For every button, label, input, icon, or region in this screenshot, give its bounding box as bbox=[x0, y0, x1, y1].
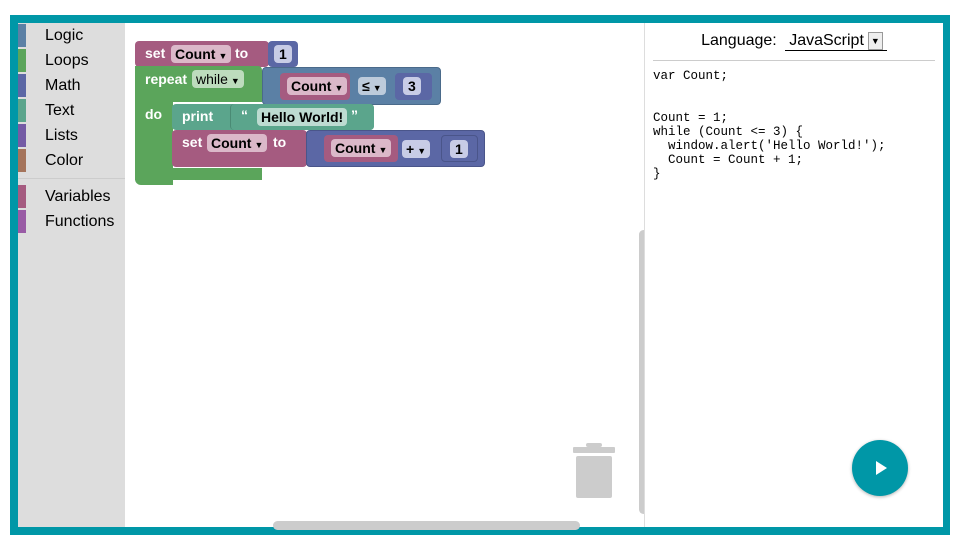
toolbox-category-logic[interactable]: Logic bbox=[18, 23, 125, 48]
category-label: Functions bbox=[45, 213, 115, 230]
set-label: set bbox=[145, 45, 166, 61]
category-label: Math bbox=[45, 77, 81, 94]
category-label: Color bbox=[45, 152, 84, 169]
category-label: Text bbox=[45, 102, 75, 119]
operator: ≤ bbox=[362, 78, 370, 94]
set-label: set bbox=[182, 134, 203, 150]
toolbox-category-functions[interactable]: Functions bbox=[18, 209, 125, 234]
category-color-strip bbox=[18, 74, 26, 97]
variable-name: Count bbox=[175, 46, 216, 62]
category-label: Lists bbox=[45, 127, 78, 144]
print-block[interactable]: print “ Hello World! ” bbox=[172, 104, 374, 130]
toolbox-category-color[interactable]: Color bbox=[18, 148, 125, 173]
workspace[interactable]: set Count▼ to 1 repeat while▼ do Count▼ … bbox=[125, 23, 642, 527]
language-value: JavaScript bbox=[789, 32, 864, 50]
toolbox-category-lists[interactable]: Lists bbox=[18, 123, 125, 148]
language-selector-row: Language: JavaScript▼ bbox=[645, 32, 943, 60]
horizontal-scrollbar[interactable] bbox=[273, 521, 580, 530]
toolbox-separator bbox=[18, 178, 125, 179]
category-color-strip bbox=[18, 24, 26, 47]
operator-dropdown[interactable]: +▼ bbox=[402, 140, 431, 158]
compare-block[interactable]: Count▼ ≤▼ 3 bbox=[262, 67, 441, 105]
dropdown-arrow-icon: ▼ bbox=[218, 51, 228, 61]
language-select[interactable]: JavaScript▼ bbox=[785, 32, 887, 52]
category-color-strip bbox=[18, 149, 26, 172]
print-label: print bbox=[182, 108, 214, 124]
dropdown-arrow-icon: ▼ bbox=[254, 140, 264, 150]
repeat-bottom-arm bbox=[135, 168, 262, 180]
variable-name: Count bbox=[291, 78, 332, 94]
dropdown-arrow-icon: ▼ bbox=[230, 76, 240, 86]
category-color-strip bbox=[18, 99, 26, 122]
category-color-strip bbox=[18, 185, 26, 208]
dropdown-arrow-icon: ▼ bbox=[372, 83, 382, 93]
number-block[interactable]: 1 bbox=[441, 135, 478, 162]
language-label: Language: bbox=[701, 32, 777, 50]
variable-get-block[interactable]: Count▼ bbox=[280, 73, 350, 100]
close-quote-icon: ” bbox=[351, 107, 358, 123]
to-label: to bbox=[273, 134, 287, 150]
text-block[interactable]: “ Hello World! ” bbox=[230, 104, 374, 130]
open-quote-icon: “ bbox=[241, 107, 248, 123]
variable-dropdown[interactable]: Count▼ bbox=[171, 45, 232, 63]
loop-mode-dropdown[interactable]: while▼ bbox=[192, 70, 244, 88]
repeat-label: repeat bbox=[145, 71, 188, 87]
run-button[interactable] bbox=[852, 440, 908, 496]
trash-icon[interactable] bbox=[573, 443, 615, 499]
variable-dropdown[interactable]: Count▼ bbox=[207, 134, 268, 152]
number-field[interactable]: 1 bbox=[274, 45, 292, 63]
toolbox-category-variables[interactable]: Variables bbox=[18, 184, 125, 209]
dropdown-arrow-icon: ▼ bbox=[334, 83, 344, 93]
category-label: Logic bbox=[45, 27, 84, 44]
toolbox-category-math[interactable]: Math bbox=[18, 73, 125, 98]
variable-name: Count bbox=[211, 135, 252, 151]
category-color-strip bbox=[18, 210, 26, 233]
vertical-scrollbar[interactable] bbox=[639, 230, 648, 514]
category-color-strip bbox=[18, 49, 26, 72]
toolbox-category-text[interactable]: Text bbox=[18, 98, 125, 123]
operator: + bbox=[406, 141, 415, 157]
number-block[interactable]: 3 bbox=[395, 73, 432, 100]
number-field[interactable]: 1 bbox=[450, 140, 468, 158]
variable-dropdown[interactable]: Count▼ bbox=[331, 139, 392, 157]
number-field[interactable]: 3 bbox=[403, 77, 421, 95]
divider bbox=[653, 60, 935, 61]
category-label: Variables bbox=[45, 188, 111, 205]
to-label: to bbox=[235, 45, 249, 61]
loop-mode: while bbox=[196, 71, 228, 87]
variable-dropdown[interactable]: Count▼ bbox=[287, 77, 348, 95]
toolbox-category-loops[interactable]: Loops bbox=[18, 48, 125, 73]
dropdown-arrow-icon: ▼ bbox=[867, 32, 883, 50]
dropdown-arrow-icon: ▼ bbox=[417, 146, 427, 156]
generated-code: var Count; Count = 1; while (Count <= 3)… bbox=[653, 69, 886, 181]
number-block[interactable]: 1 bbox=[268, 41, 298, 67]
category-color-strip bbox=[18, 124, 26, 147]
variable-get-block[interactable]: Count▼ bbox=[324, 135, 398, 162]
do-label: do bbox=[145, 106, 163, 122]
text-field[interactable]: Hello World! bbox=[257, 108, 348, 126]
set-variable-block[interactable]: set Count▼ to bbox=[172, 130, 307, 167]
operator-dropdown[interactable]: ≤▼ bbox=[358, 77, 386, 95]
category-label: Loops bbox=[45, 52, 89, 69]
variable-name: Count bbox=[335, 140, 376, 156]
dropdown-arrow-icon: ▼ bbox=[378, 145, 388, 155]
arithmetic-block[interactable]: Count▼ +▼ 1 bbox=[306, 130, 485, 167]
set-variable-block[interactable]: set Count▼ to bbox=[135, 41, 269, 67]
